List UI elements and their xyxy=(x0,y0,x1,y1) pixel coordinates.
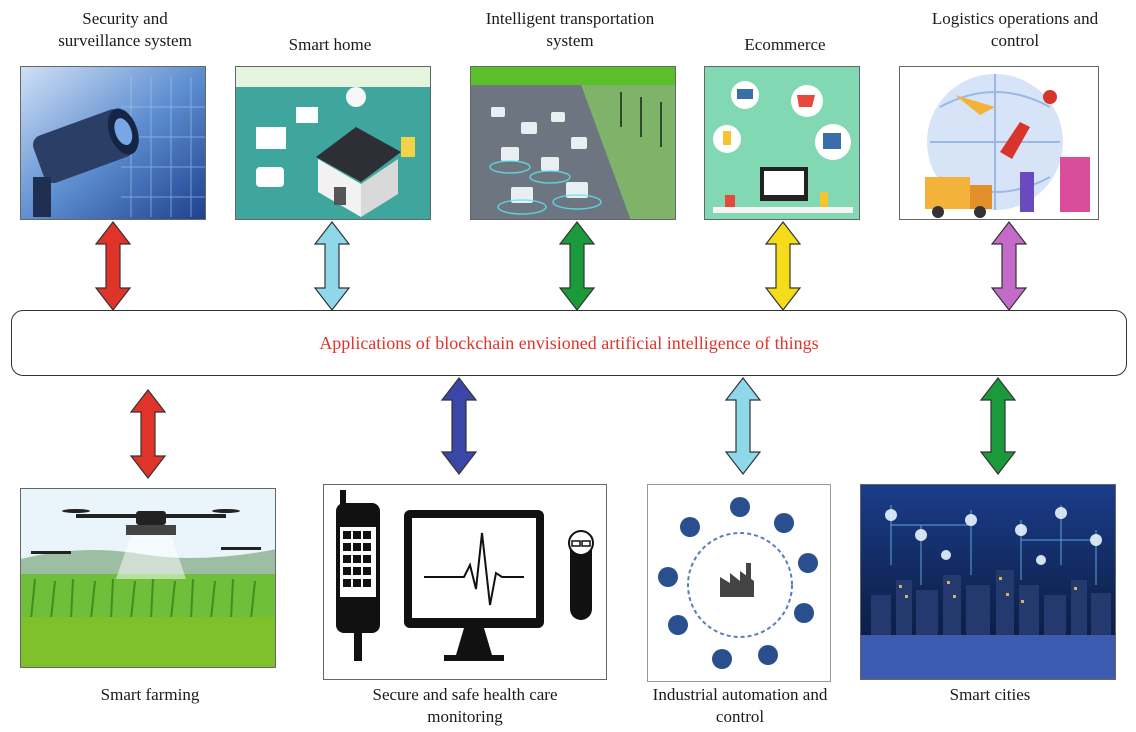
label-logistics: Logistics operations and control xyxy=(931,9,1099,50)
security-surveillance-image xyxy=(20,66,206,220)
cities-arrow xyxy=(979,377,1017,475)
security-arrow xyxy=(94,221,132,311)
label-transport: Intelligent transportation system xyxy=(485,9,655,50)
smart-home-arrow xyxy=(313,221,351,311)
farming-arrow xyxy=(129,389,167,479)
label-health: Secure and safe health care monitoring xyxy=(372,685,558,726)
label-smart-home: Smart home xyxy=(288,35,372,54)
label-ecommerce: Ecommerce xyxy=(744,35,826,54)
logistics-image xyxy=(899,66,1099,220)
center-title: Applications of blockchain envisioned ar… xyxy=(319,332,819,353)
health-care-image xyxy=(323,484,607,680)
smart-cities-image xyxy=(860,484,1116,680)
smart-farming-image xyxy=(20,488,276,668)
smart-home-image xyxy=(235,66,431,220)
logistics-arrow xyxy=(990,221,1028,311)
label-industrial: Industrial automation and control xyxy=(652,685,828,726)
center-box: Applications of blockchain envisioned ar… xyxy=(11,310,1127,376)
industrial-arrow xyxy=(724,377,762,475)
transport-image xyxy=(470,66,676,220)
label-security: Security and surveillance system xyxy=(58,9,192,50)
ecommerce-arrow xyxy=(764,221,802,311)
label-farming: Smart farming xyxy=(100,685,200,704)
health-arrow xyxy=(440,377,478,475)
label-cities: Smart cities xyxy=(949,685,1031,704)
transport-arrow xyxy=(558,221,596,311)
ecommerce-image xyxy=(704,66,860,220)
industrial-automation-image xyxy=(647,484,831,682)
